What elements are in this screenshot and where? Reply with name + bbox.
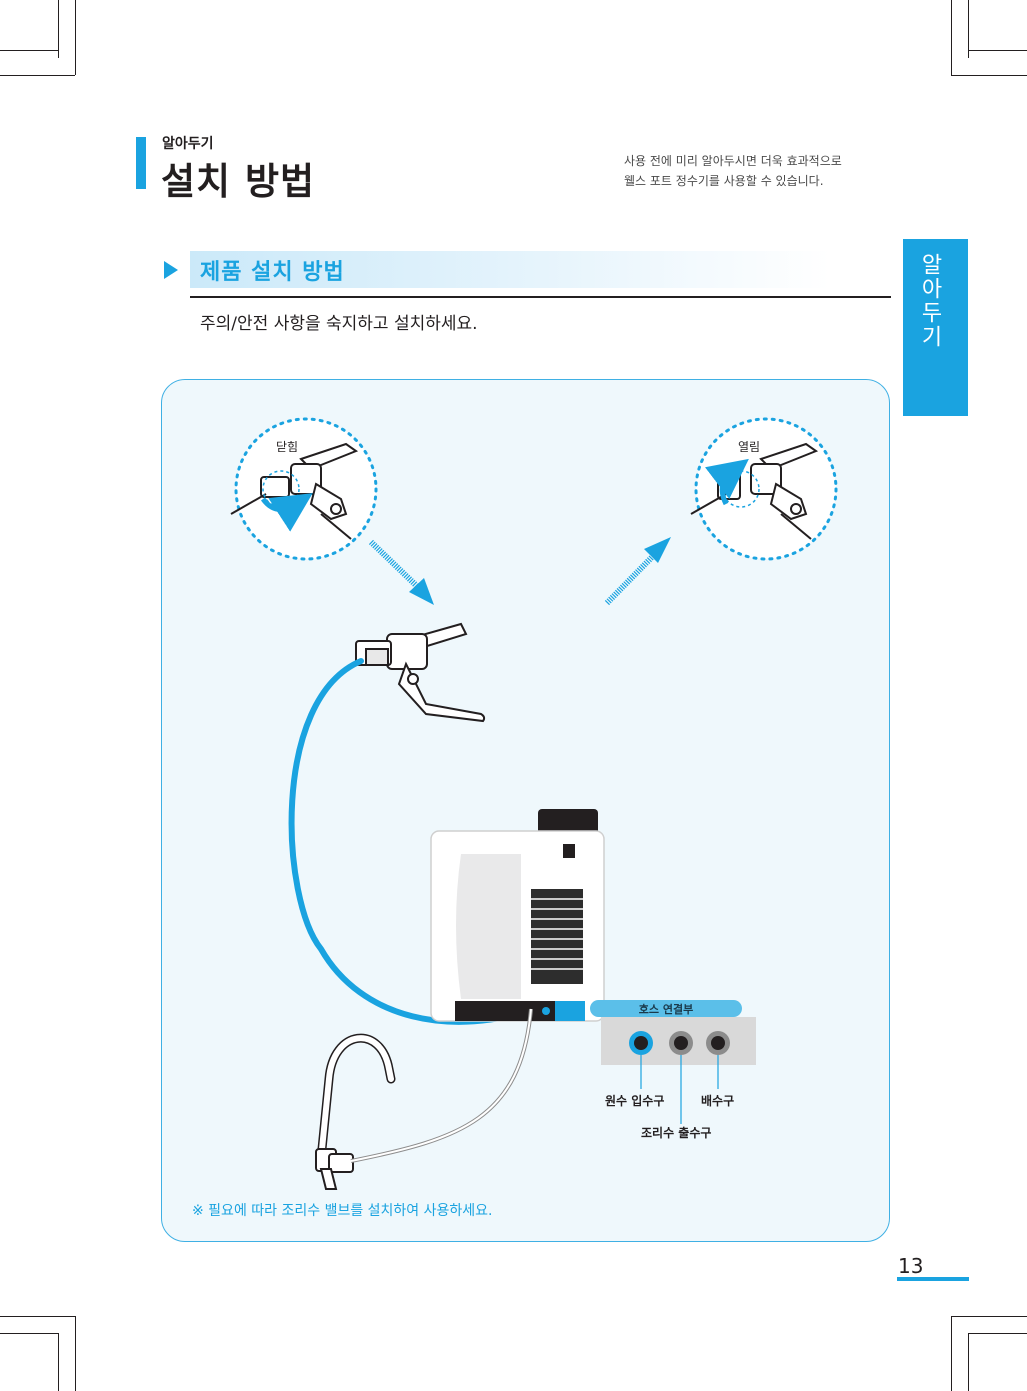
side-chapter-tab[interactable]: 알아두기 bbox=[903, 239, 968, 416]
arrow-icon bbox=[604, 537, 671, 606]
port-inlet-label: 원수 입수구 bbox=[605, 1094, 665, 1108]
crop-mark bbox=[0, 1333, 58, 1334]
crop-mark bbox=[951, 75, 1027, 76]
crop-mark bbox=[58, 0, 59, 58]
section-title: 제품 설치 방법 bbox=[200, 260, 345, 285]
illustration-footnote: ※ 필요에 따라 조리수 밸브를 설치하여 사용하세요. bbox=[192, 1203, 493, 1219]
crop-mark bbox=[968, 1333, 1027, 1334]
crop-mark bbox=[951, 1316, 952, 1391]
faucet-illustration bbox=[355, 622, 486, 723]
header-subtitle: 알아두기 bbox=[162, 136, 214, 152]
hose-connection-label: 호스 연결부 bbox=[638, 1003, 694, 1016]
section-note: 주의/안전 사항을 숙지하고 설치하세요. bbox=[200, 314, 478, 334]
cooking-water-faucet bbox=[315, 1033, 396, 1190]
crop-mark bbox=[968, 1333, 969, 1391]
section-divider bbox=[190, 296, 891, 298]
header-description: 사용 전에 미리 알아두시면 더욱 효과적으로 웰스 포트 정수기를 사용할 수… bbox=[624, 151, 842, 191]
page-number: 13 bbox=[898, 1254, 924, 1278]
crop-mark bbox=[951, 1316, 1027, 1317]
crop-mark bbox=[0, 1316, 75, 1317]
open-label: 열림 bbox=[738, 440, 761, 454]
side-tab-label: 알아두기 bbox=[917, 253, 942, 349]
header-description-line: 사용 전에 미리 알아두시면 더욱 효과적으로 bbox=[624, 154, 842, 168]
triangle-bullet-icon bbox=[164, 261, 178, 279]
water-purifier-unit bbox=[430, 809, 605, 1022]
closed-label: 닫힘 bbox=[276, 440, 299, 454]
page-number-underline bbox=[897, 1277, 969, 1281]
crop-mark bbox=[968, 50, 1027, 51]
crop-mark bbox=[951, 0, 952, 75]
hose-connection-banner: 호스 연결부 bbox=[590, 1000, 742, 1017]
closed-valve-detail bbox=[230, 417, 378, 561]
page-title: 설치 방법 bbox=[161, 160, 316, 203]
installation-diagram bbox=[230, 417, 838, 1190]
open-valve-detail bbox=[690, 417, 838, 561]
crop-mark bbox=[75, 0, 76, 75]
section-heading-band bbox=[190, 251, 830, 288]
crop-mark bbox=[58, 1333, 59, 1391]
port-cooking-label: 조리수 출수구 bbox=[641, 1126, 712, 1140]
hose-connection-inset bbox=[601, 1017, 756, 1124]
header-accent-bar bbox=[136, 137, 146, 189]
crop-mark bbox=[75, 1316, 76, 1391]
header-description-line: 웰스 포트 정수기를 사용할 수 있습니다. bbox=[624, 174, 824, 188]
arrow-icon bbox=[368, 539, 434, 605]
crop-mark bbox=[0, 50, 58, 51]
crop-mark bbox=[0, 75, 75, 76]
port-drain-label: 배수구 bbox=[701, 1094, 735, 1108]
crop-mark bbox=[968, 0, 969, 58]
